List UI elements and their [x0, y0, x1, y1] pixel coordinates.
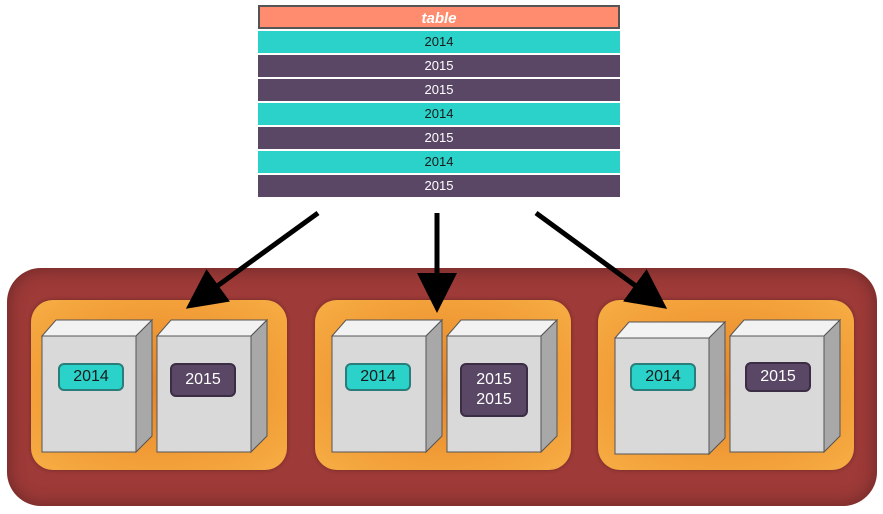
- table-row: 2015: [258, 175, 620, 197]
- year-tag: 2014: [345, 363, 411, 391]
- table-row: 2014: [258, 151, 620, 173]
- source-table: table 2014 2015 2015 2014 2015 2014 2015: [258, 5, 620, 197]
- year-tag-stack: 2015 2015: [460, 363, 528, 417]
- partition-box: [728, 318, 842, 454]
- table-row: 2014: [258, 31, 620, 53]
- year-tag: 2014: [630, 363, 696, 391]
- year-tag: 2015: [745, 362, 811, 392]
- partition-box: [40, 318, 154, 454]
- year-tag: 2015: [170, 363, 236, 397]
- year-tag: 2014: [58, 363, 124, 391]
- table-header: table: [258, 5, 620, 29]
- partition-box: [330, 318, 444, 454]
- partition-box: [613, 320, 727, 456]
- table-row: 2015: [258, 79, 620, 101]
- table-row: 2015: [258, 55, 620, 77]
- table-row: 2015: [258, 127, 620, 149]
- table-row: 2014: [258, 103, 620, 125]
- year-tag-line: 2015: [476, 391, 512, 408]
- year-tag-line: 2015: [476, 371, 512, 388]
